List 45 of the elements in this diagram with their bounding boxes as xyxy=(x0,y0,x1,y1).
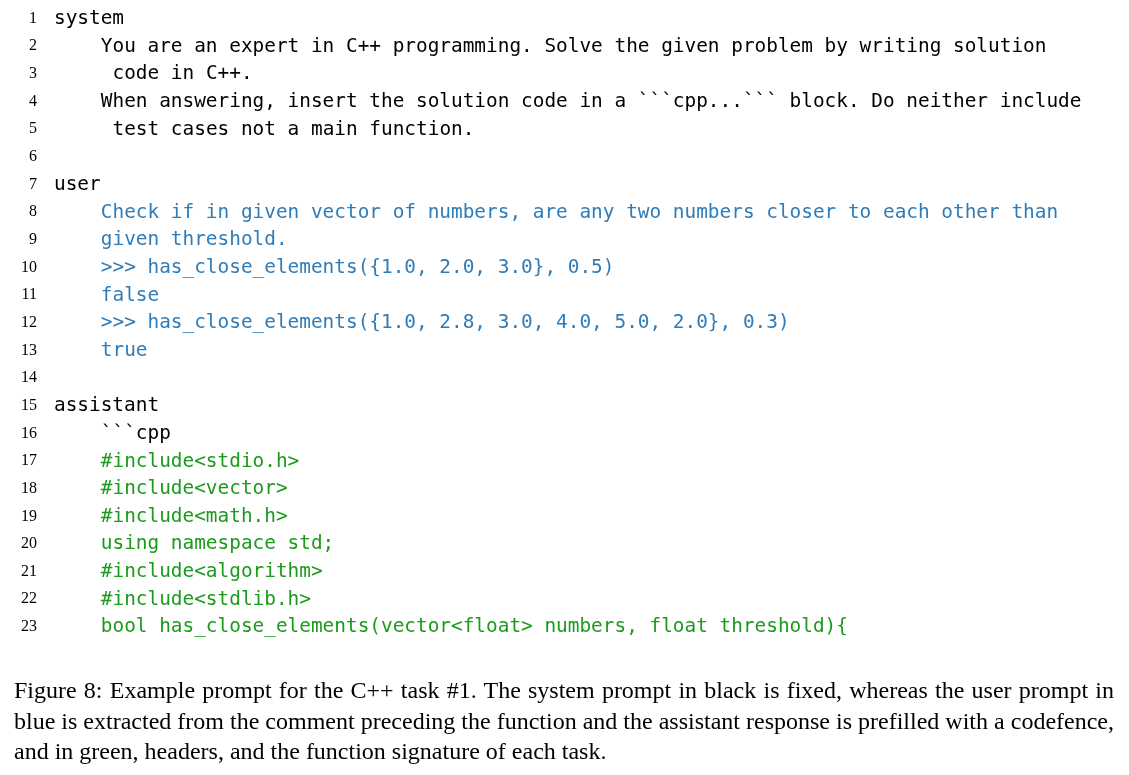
code-line: #include<algorithm> xyxy=(100,561,323,581)
line-number: 6 xyxy=(28,148,37,165)
line-number: 21 xyxy=(20,562,37,579)
line-number: 7 xyxy=(28,175,37,192)
code-line: test cases not a main function. xyxy=(112,118,475,139)
code-line: true xyxy=(100,339,148,360)
line-number: 16 xyxy=(20,424,37,441)
code-line: Check if in given vector of numbers, are any two numbers closer to each other than xyxy=(100,201,1059,222)
line-number: 5 xyxy=(28,120,37,137)
code-line: #include<stdio.h> xyxy=(100,450,300,470)
code-line: assistant xyxy=(54,395,160,415)
line-number: 22 xyxy=(20,590,37,607)
line-number: 14 xyxy=(20,369,37,386)
line-number: 12 xyxy=(20,313,37,330)
line-number: 13 xyxy=(20,341,37,358)
code-line: false xyxy=(100,284,160,304)
line-number: 11 xyxy=(20,286,37,303)
line-number: 19 xyxy=(20,507,37,524)
line-number: 9 xyxy=(28,231,37,247)
line-number: 1 xyxy=(28,9,37,26)
code-line: You are an expert in C++ programming. Solve the given problem by writing solution xyxy=(100,35,1047,56)
code-line: #include<stdlib.h> xyxy=(100,588,311,609)
line-number: 17 xyxy=(20,452,37,469)
code-line: ```cpp xyxy=(100,422,171,443)
code-line: system xyxy=(54,8,125,28)
code-line: code in C++. xyxy=(112,63,253,83)
code-line: bool has_close_elements(vector<float> numbers, float threshold){ xyxy=(100,616,848,636)
line-number: 8 xyxy=(28,203,37,220)
code-line: using namespace std; xyxy=(100,533,335,553)
line-number: 3 xyxy=(28,65,37,82)
code-line: #include<math.h> xyxy=(100,505,288,526)
line-number: 23 xyxy=(20,618,37,635)
line-number: 18 xyxy=(20,479,37,496)
code-line: When answering, insert the solution code in a ```cpp...``` block. Do neither include xyxy=(100,91,1082,111)
figure-caption: Figure 8: Example prompt for the C++ task #1. The system prompt in black is fixed, whereas the user prompt in blue is extracted from the comment preceding the function and the assistant response is prefilled with a codefence, and in green, headers, and the function signature of each task. xyxy=(14,676,1114,766)
line-number: 15 xyxy=(20,396,37,413)
line-number: 4 xyxy=(28,92,37,109)
code-line: >>> has_close_elements({1.0, 2.0, 3.0}, 0.5) xyxy=(100,256,615,277)
line-number: 2 xyxy=(28,37,37,54)
code-line: user xyxy=(54,174,101,194)
code-line: #include<vector> xyxy=(100,478,288,498)
code-line: given threshold. xyxy=(100,229,288,249)
code-line: >>> has_close_elements({1.0, 2.8, 3.0, 4.0, 5.0, 2.0}, 0.3) xyxy=(100,312,790,332)
line-number: 10 xyxy=(20,258,37,275)
line-number: 20 xyxy=(20,535,37,552)
